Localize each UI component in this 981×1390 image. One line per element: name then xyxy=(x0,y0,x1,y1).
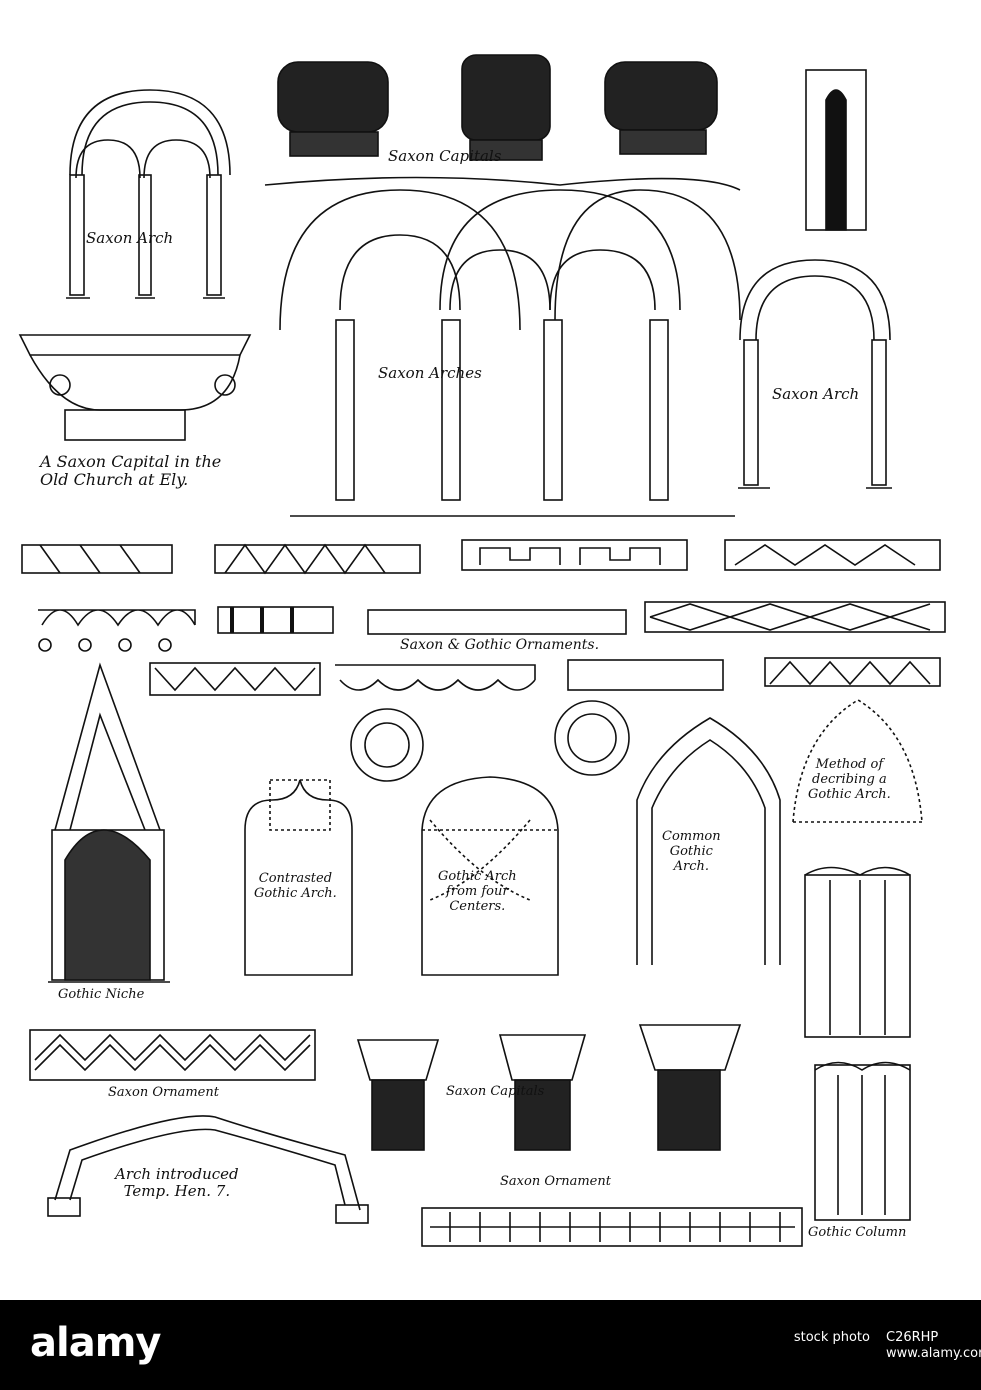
label-ely-capital: A Saxon Capital in the Old Church at Ely… xyxy=(40,452,222,490)
footer-bar xyxy=(0,1300,981,1390)
label-gothic-column: Gothic Column xyxy=(808,1225,907,1240)
saxon-capitals-bottom-drawing xyxy=(356,1024,742,1151)
rosettes xyxy=(350,700,630,782)
four-center-gothic-arch-drawing xyxy=(421,776,559,976)
engraving-plate: Saxon Capitals Saxon Arch Saxon Arches S… xyxy=(18,54,946,1247)
label-saxon-capitals-bottom: Saxon Capitals xyxy=(446,1084,545,1099)
gothic-niche-drawing xyxy=(48,662,170,983)
label-common-gothic-arch: Common Gothic Arch. xyxy=(662,829,721,874)
label-gothic-niche: Gothic Niche xyxy=(58,987,145,1002)
ornament-row-2 xyxy=(38,601,946,652)
architectural-drawings xyxy=(18,54,946,1247)
image-id: C26RHP xyxy=(886,1330,939,1345)
common-gothic-arch-drawing xyxy=(636,717,781,965)
gothic-column-lower-drawing xyxy=(814,1061,911,1221)
gothic-column-upper-drawing xyxy=(804,866,911,1038)
saxon-capitals-top-drawing xyxy=(277,54,718,161)
label-saxon-arches: Saxon Arches xyxy=(378,364,482,382)
label-saxon-ornament-bottom: Saxon Ornament xyxy=(500,1174,611,1189)
ornament-row-1 xyxy=(21,539,941,575)
label-contrasted-gothic-arch: Contrasted Gothic Arch. xyxy=(254,871,337,901)
label-tudor-arch: Arch introduced Temp. Hen. 7. xyxy=(115,1165,239,1201)
stock-photo-text: stock photo xyxy=(793,1330,870,1345)
saxon-window-drawing xyxy=(805,69,867,231)
ely-capital-drawing xyxy=(18,334,252,441)
footer-url: www.alamy.com xyxy=(886,1346,981,1362)
saxon-ornament-band-left xyxy=(29,1029,316,1081)
contrasted-gothic-arch-drawing xyxy=(244,779,353,976)
label-saxon-gothic-ornaments: Saxon & Gothic Ornaments. xyxy=(400,637,600,653)
brand-logo: alamy xyxy=(30,1320,161,1366)
label-four-center-gothic-arch: Gothic Arch from four Centers. xyxy=(438,869,517,914)
saxon-ornament-band-bottom xyxy=(421,1207,803,1247)
ornament-row-3 xyxy=(149,657,941,696)
label-saxon-arch-right: Saxon Arch xyxy=(772,385,860,403)
label-method-gothic-arch: Method of decribing a Gothic Arch. xyxy=(808,757,891,802)
label-saxon-arch-left: Saxon Arch xyxy=(86,229,174,247)
method-gothic-arch-drawing xyxy=(792,699,923,823)
image-id-block: C26RHP www.alamy.com xyxy=(886,1330,981,1363)
label-saxon-ornament-left: Saxon Ornament xyxy=(108,1085,219,1100)
tudor-arch-drawing xyxy=(47,1115,369,1224)
label-saxon-capitals-top: Saxon Capitals xyxy=(388,147,502,165)
saxon-arches-drawing xyxy=(264,176,741,517)
saxon-arch-drawing-left xyxy=(66,89,231,299)
saxon-arch-drawing-right xyxy=(738,259,892,489)
